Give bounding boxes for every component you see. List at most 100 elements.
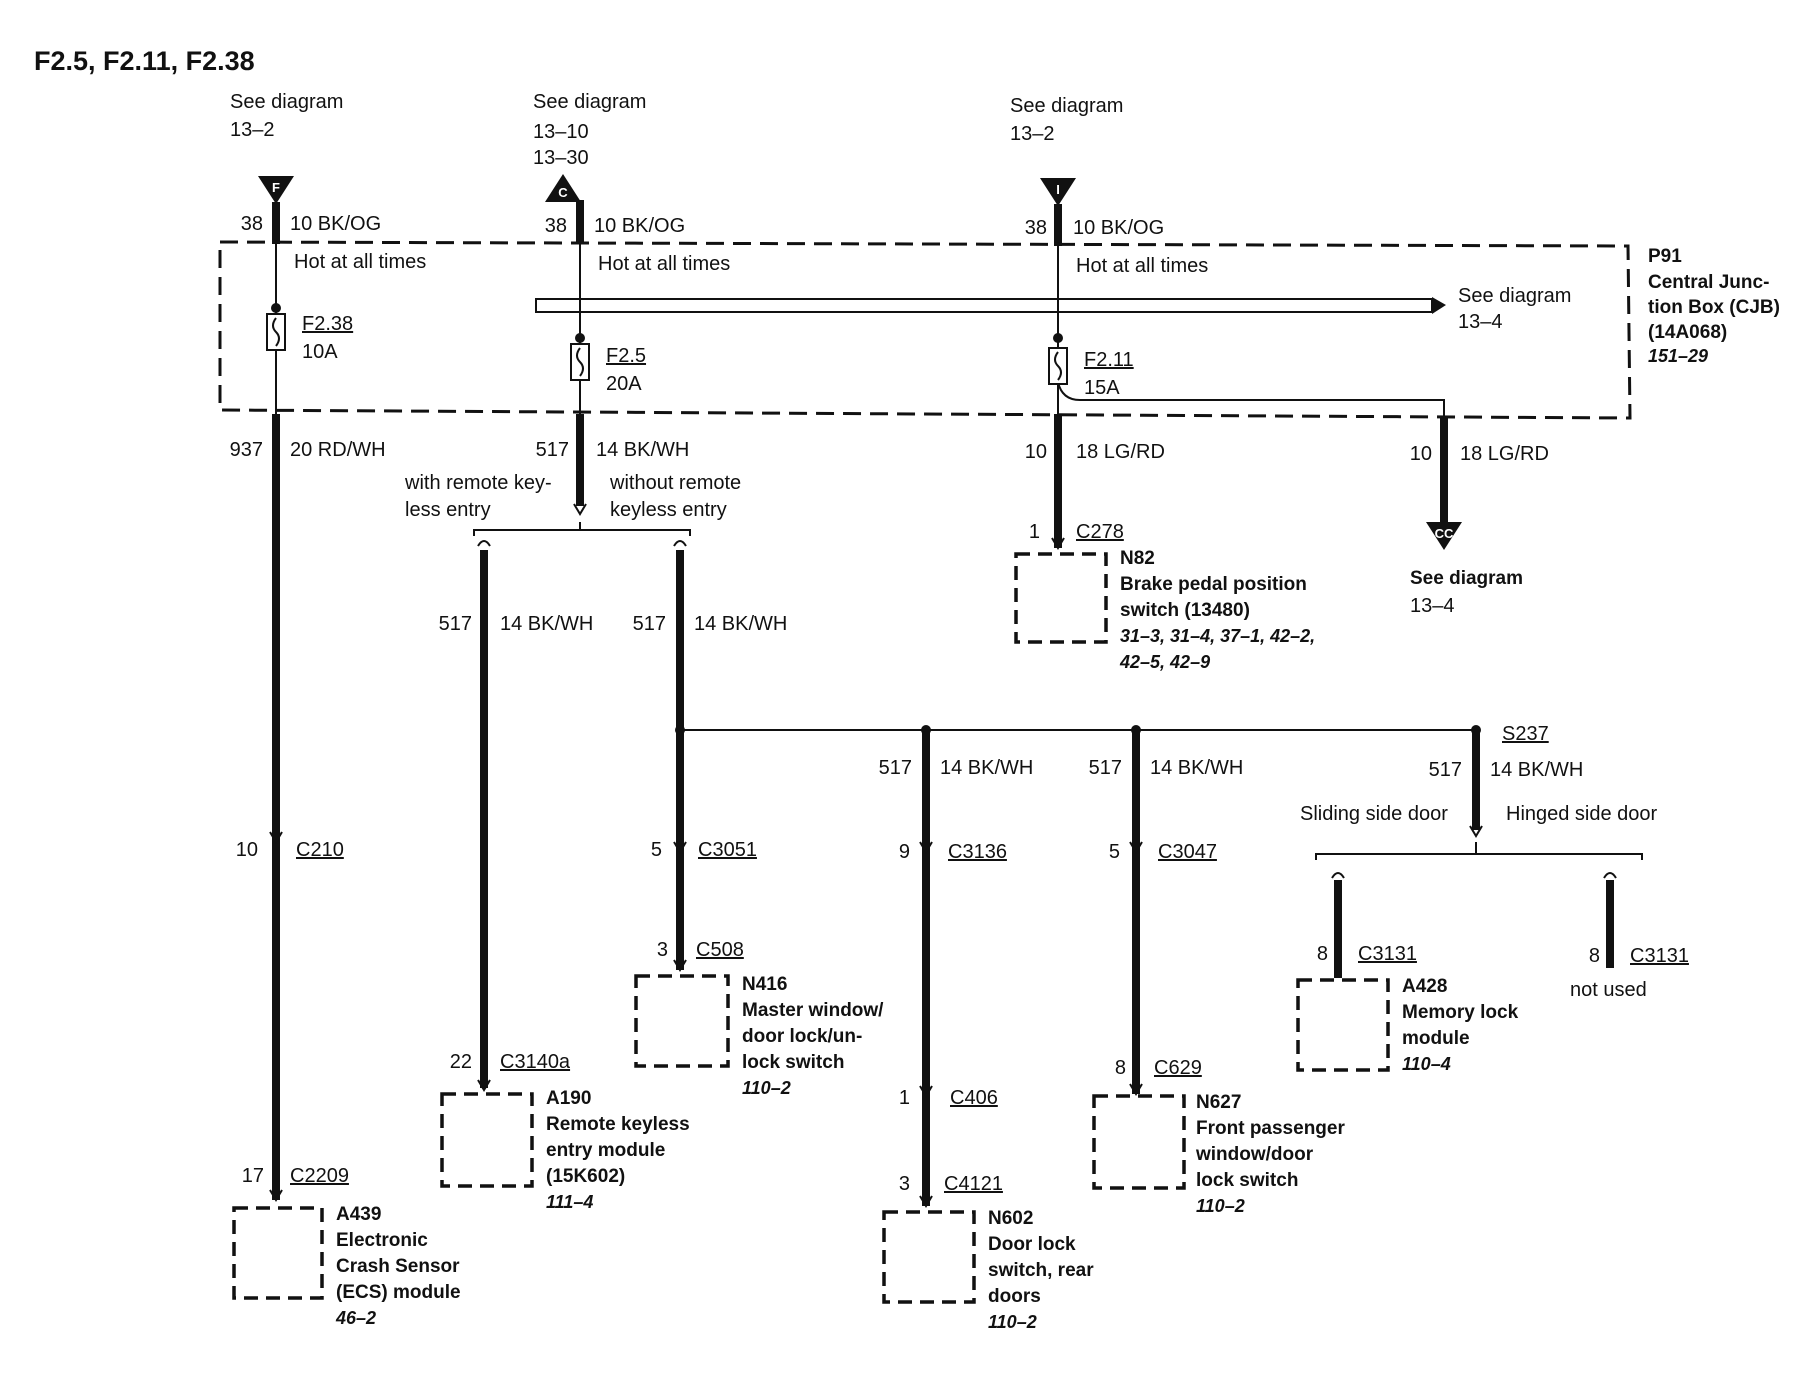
option-label: Hinged side door: [1506, 803, 1658, 825]
circuit-number: 38: [545, 215, 567, 237]
cc-marker-icon: [1426, 522, 1462, 550]
component-box: [882, 1210, 976, 1304]
wire-spec: 10 BK/OG: [1073, 217, 1164, 239]
cjb-id: P91: [1648, 246, 1682, 267]
bus-arrow-icon: [1432, 297, 1446, 314]
component-id: N627: [1196, 1092, 1241, 1113]
wire-spec: 10 BK/OG: [290, 213, 381, 235]
option-label: less entry: [405, 499, 491, 521]
connector-id: C2209: [290, 1165, 349, 1187]
hot-label: Hot at all times: [598, 253, 730, 275]
fuse-id: F2.11: [1084, 349, 1134, 371]
component-box: [1014, 552, 1108, 644]
splice-id: S237: [1502, 723, 1549, 745]
fuse-id: F2.5: [606, 345, 646, 367]
connector-id: C3051: [698, 839, 757, 861]
not-used-note: not used: [1570, 979, 1647, 1001]
circuit-number: 517: [1089, 757, 1122, 779]
cc-marker-text: CC: [1435, 526, 1454, 541]
diagram-ref: 13–2: [230, 119, 275, 141]
component-n416: N416 Master window/ door lock/un- lock s…: [634, 974, 884, 1098]
connector-id: C406: [950, 1087, 998, 1109]
junction-dot: [271, 303, 281, 313]
bus-bar: [535, 298, 1433, 313]
pin-number: 10: [236, 839, 258, 861]
component-name: switch (13480): [1120, 600, 1250, 621]
wire-spec: 20 RD/WH: [290, 439, 386, 461]
connector-mark-icon: [673, 540, 687, 547]
wire-spec: 18 LG/RD: [1460, 443, 1549, 465]
option-bracket: [473, 529, 691, 536]
component-name: Remote keyless: [546, 1114, 690, 1135]
component-box: [1296, 978, 1390, 1072]
connector-id: C508: [696, 939, 744, 961]
cc-ref: 13–4: [1410, 595, 1455, 617]
circuit-number: 517: [1429, 759, 1462, 781]
cjb-page: 151–29: [1648, 346, 1708, 366]
wire-spec: 14 BK/WH: [940, 757, 1033, 779]
component-name: window/door: [1195, 1144, 1314, 1165]
cjb-name-line: tion Box (CJB): [1648, 297, 1780, 318]
component-a428: A428 Memory lock module 110–4: [1296, 976, 1519, 1074]
pin-number: 9: [899, 841, 910, 863]
diagram-title: F2.5, F2.11, F2.38: [34, 46, 255, 76]
pin-number: 3: [899, 1173, 910, 1195]
wire-spec: 10 BK/OG: [594, 215, 685, 237]
connector-mark-icon: [1129, 1083, 1143, 1096]
connector-mark-icon: [1603, 872, 1617, 879]
component-name: entry module: [546, 1140, 665, 1161]
component-n627: N627 Front passenger window/door lock sw…: [1092, 1092, 1345, 1216]
wire-spec: 14 BK/WH: [596, 439, 689, 461]
component-name: door lock/un-: [742, 1026, 862, 1047]
component-name: Brake pedal position: [1120, 574, 1307, 595]
component-id: N82: [1120, 548, 1155, 569]
option-bracket: [1315, 853, 1643, 860]
connector-id: C3131: [1358, 943, 1417, 965]
feed-f: See diagram 13–2 F: [230, 91, 343, 204]
pin-number: 8: [1317, 943, 1328, 965]
fuse-rating: 15A: [1084, 377, 1120, 399]
pin-number: 5: [1109, 841, 1120, 863]
splice-dot: [675, 725, 685, 735]
feed-marker-icon: [545, 174, 581, 202]
feed-marker-icon: [258, 176, 294, 204]
component-id: A439: [336, 1204, 381, 1225]
diagram-ref: 13–10: [533, 121, 589, 143]
connector-id: C3140a: [500, 1051, 571, 1073]
component-name: switch, rear: [988, 1260, 1094, 1281]
option-label: Sliding side door: [1300, 803, 1448, 825]
connector-mark-icon: [1051, 537, 1065, 550]
pin-number: 1: [899, 1087, 910, 1109]
component-name: (15K602): [546, 1166, 625, 1187]
connector-mark-icon: [673, 841, 687, 854]
connector-mark-icon: [673, 959, 687, 972]
option-label: with remote key-: [404, 472, 552, 494]
internal-wire: [1057, 381, 1445, 416]
component-box: [1092, 1094, 1186, 1190]
pin-number: 22: [450, 1051, 472, 1073]
pin-number: 8: [1115, 1057, 1126, 1079]
connector-mark-icon: [919, 1195, 933, 1208]
component-box: [440, 1092, 534, 1188]
component-page: 110–2: [742, 1078, 791, 1098]
pin-number: 8: [1589, 945, 1600, 967]
fuse-f2-5: F2.5 20A: [570, 343, 646, 395]
connector-mark-icon: [269, 831, 283, 844]
wire-spec: 14 BK/WH: [1490, 759, 1583, 781]
feed-c: See diagram 13–10 13–30 C: [533, 91, 646, 202]
see-diagram-label: See diagram: [1010, 95, 1123, 117]
wire-spec: 14 BK/WH: [694, 613, 787, 635]
circuit-number: 517: [439, 613, 472, 635]
circuit-number: 937: [230, 439, 263, 461]
component-box: [232, 1206, 324, 1300]
component-n82: N82 Brake pedal position switch (13480) …: [1014, 548, 1315, 672]
connector-id: C210: [296, 839, 344, 861]
cjb-outline: [218, 240, 1632, 420]
circuit-number: 38: [1025, 217, 1047, 239]
hot-label: Hot at all times: [294, 251, 426, 273]
connector-id: C4121: [944, 1173, 1003, 1195]
central-junction-box: Hot at all times Hot at all times Hot at…: [218, 240, 1780, 420]
diagram-ref: 13–30: [533, 147, 589, 169]
diagram-ref: 13–2: [1010, 123, 1055, 145]
component-name: (ECS) module: [336, 1282, 461, 1303]
